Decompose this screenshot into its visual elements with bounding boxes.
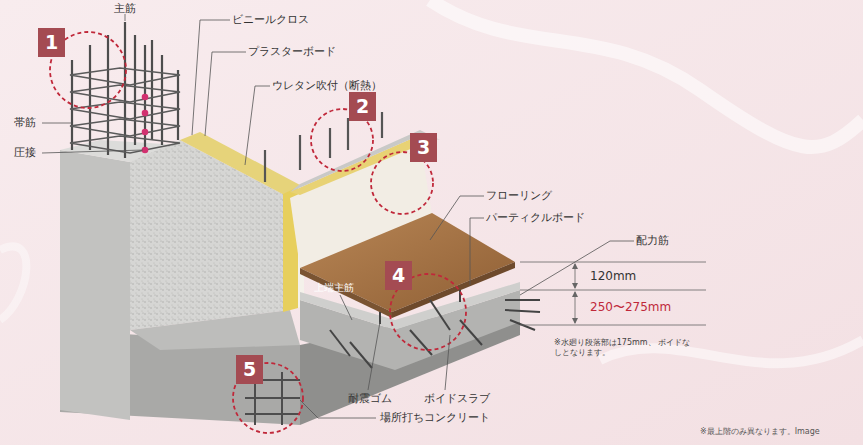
part-label: 帯筋 bbox=[14, 116, 36, 129]
part-label: ビニールクロス bbox=[232, 13, 309, 26]
part-label: フローリング bbox=[486, 189, 552, 202]
part-label: プラスターボード bbox=[248, 45, 336, 58]
callout-number: 5 bbox=[236, 355, 263, 384]
note-text: ※水廻り段落部は175mm、 ボイドなしとなります。 bbox=[554, 338, 694, 357]
callout-number: 4 bbox=[385, 261, 412, 290]
dimension-label: 250〜275mm bbox=[590, 300, 671, 314]
part-label: 圧接 bbox=[14, 146, 36, 159]
part-label: ボイドスラブ bbox=[424, 392, 490, 405]
callout-number: 3 bbox=[410, 133, 437, 162]
callout-number: 2 bbox=[349, 92, 376, 121]
part-label: 耐震ゴム bbox=[348, 392, 392, 405]
part-label: ウレタン吹付（断熱） bbox=[272, 79, 382, 92]
part-label: 主筋 bbox=[114, 2, 136, 15]
part-label: パーティクルボード bbox=[486, 211, 585, 224]
part-label: 場所打ちコンクリート bbox=[380, 411, 490, 424]
part-label: 上端主筋 bbox=[314, 282, 354, 294]
note-text: ※最上階のみ異なります。Image bbox=[700, 427, 820, 437]
dimension-label: 120mm bbox=[590, 269, 636, 283]
callout-number: 1 bbox=[38, 28, 65, 57]
part-label: 配力筋 bbox=[636, 234, 669, 247]
